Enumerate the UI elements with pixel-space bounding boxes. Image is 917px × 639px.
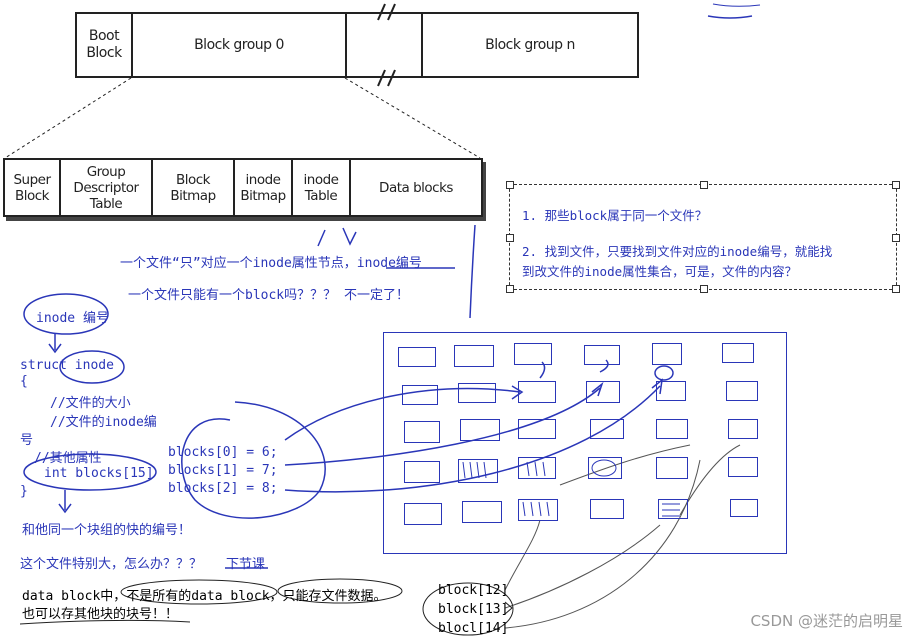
- data-block: [590, 499, 624, 519]
- data-block: [398, 347, 436, 367]
- code-blocks-0: blocks[0] = 6;: [168, 445, 278, 460]
- question-2-line-1: 2. 找到文件，只要找到文件对应的inode编号，就能找: [522, 244, 833, 259]
- note-group-block-numbers: 和他同一个块组的快的编号！: [22, 523, 192, 538]
- data-block: [514, 343, 552, 365]
- code-brace-open: {: [20, 374, 28, 389]
- resize-handle-ml[interactable]: [506, 234, 514, 242]
- block-group-gap-cell: [347, 14, 423, 76]
- data-block: [656, 419, 688, 439]
- code-blocks-1: blocks[1] = 7;: [168, 463, 278, 478]
- data-block: [652, 343, 682, 365]
- note-data-block-line-1: data block中，不是所有的data block，只能存文件数据。: [22, 589, 387, 604]
- data-blocks-cell: Data blocks: [379, 179, 453, 196]
- note-data-block-line-2: 也可以存其他块的块号！！: [22, 607, 179, 622]
- block-group-0-cell: Block group 0: [133, 14, 347, 76]
- resize-handle-tr[interactable]: [892, 181, 900, 189]
- data-block-grid: [383, 332, 787, 554]
- note-one-block: 一个文件只能有一个block吗？？？ 不一定了！: [128, 288, 409, 303]
- resize-handle-br[interactable]: [892, 285, 900, 293]
- data-block: [584, 345, 620, 365]
- watermark: CSDN @迷茫的启明星: [750, 612, 903, 630]
- data-block: [656, 381, 686, 401]
- code-int-blocks: int blocks[15]: [44, 466, 154, 481]
- label-block-13: block[13]: [438, 602, 509, 617]
- resize-handle-mr[interactable]: [892, 234, 900, 242]
- question-1: 1. 那些block属于同一个文件？: [522, 208, 708, 223]
- code-comment-size: //文件的大小: [50, 396, 131, 411]
- data-block: [404, 461, 440, 483]
- selection-box[interactable]: 1. 那些block属于同一个文件？ 2. 找到文件，只要找到文件对应的inod…: [506, 181, 900, 293]
- group-descriptor-table-cell: Group Descriptor Table: [61, 160, 153, 215]
- label-block-12: block[12]: [438, 583, 509, 598]
- partition-layout-row: Boot Block Block group 0 Block group n: [75, 12, 639, 78]
- label-inode-number: inode 编号: [36, 311, 109, 326]
- data-block: [728, 419, 758, 439]
- resize-handle-bm[interactable]: [700, 285, 708, 293]
- data-block: [586, 381, 620, 403]
- data-block: [454, 345, 494, 367]
- resize-handle-tm[interactable]: [700, 181, 708, 189]
- data-block-marked: [518, 457, 556, 479]
- code-comment-inode: //文件的inode编: [50, 415, 157, 430]
- code-brace-close: }: [20, 484, 28, 499]
- data-block-marked: [588, 457, 622, 479]
- data-block-marked: [518, 499, 558, 521]
- data-block: [518, 381, 556, 403]
- note-inode-node: 一个文件“只”对应一个inode属性节点，inode编号: [120, 256, 422, 271]
- code-comment-inode-cont: 号: [20, 433, 34, 448]
- data-block: [458, 383, 496, 403]
- code-blocks-2: blocks[2] = 8;: [168, 481, 278, 496]
- data-block-marked: [658, 499, 688, 519]
- boot-block-cell: Boot Block: [77, 14, 133, 76]
- super-block-cell: Super Block: [5, 160, 61, 215]
- data-block: [462, 501, 502, 523]
- data-block: [402, 385, 438, 405]
- resize-handle-tl[interactable]: [506, 181, 514, 189]
- data-block: [726, 381, 758, 401]
- block-group-detail-row: Super Block Group Descriptor Table Block…: [3, 158, 483, 217]
- data-block: [590, 419, 624, 439]
- note-big-file: 这个文件特别大，怎么办？？？: [20, 557, 203, 572]
- code-comment-other: //其他属性: [34, 451, 102, 466]
- data-block: [730, 499, 758, 517]
- data-block: [722, 343, 754, 363]
- note-next-lesson: 下节课: [226, 557, 266, 572]
- data-block: [518, 419, 556, 439]
- data-block: [404, 421, 440, 443]
- data-block: [656, 457, 688, 479]
- label-block-14: blocl[14]: [438, 621, 509, 636]
- inode-table-cell: inode Table: [293, 160, 351, 215]
- data-block-marked: [458, 459, 498, 483]
- code-struct-inode: struct inode: [20, 358, 114, 373]
- inode-bitmap-cell: inode Bitmap: [235, 160, 293, 215]
- data-block: [728, 457, 758, 477]
- data-block: [404, 503, 442, 525]
- question-2-line-2: 到改文件的inode属性集合，可是，文件的内容？: [522, 264, 798, 279]
- block-bitmap-cell: Block Bitmap: [153, 160, 235, 215]
- data-block: [460, 419, 500, 441]
- resize-handle-bl[interactable]: [506, 285, 514, 293]
- block-group-n-cell: Block group n: [485, 36, 575, 53]
